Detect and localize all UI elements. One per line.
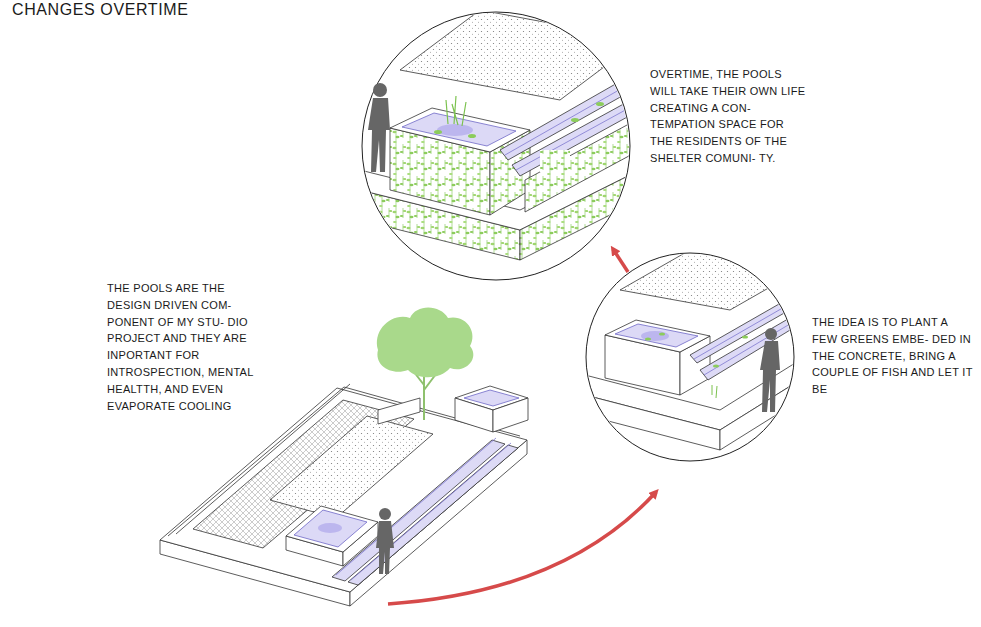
annotation-note: THE IDEA IS TO PLANT A FEW GREENS EMBE- … xyxy=(812,314,974,398)
annotation-note: OVERTIME, THE POOLS WILL TAKE THEIR OWN … xyxy=(650,66,810,167)
person xyxy=(760,328,780,412)
person xyxy=(368,83,390,172)
tree xyxy=(377,308,473,421)
progress-arrow xyxy=(613,249,628,272)
progress-arrow xyxy=(388,492,656,604)
annotation-note: THE POOLS ARE THE DESIGN DRIVEN COM- PON… xyxy=(107,280,262,414)
person xyxy=(376,508,394,574)
diagram-title: CHANGES OVERTIME xyxy=(12,1,188,19)
